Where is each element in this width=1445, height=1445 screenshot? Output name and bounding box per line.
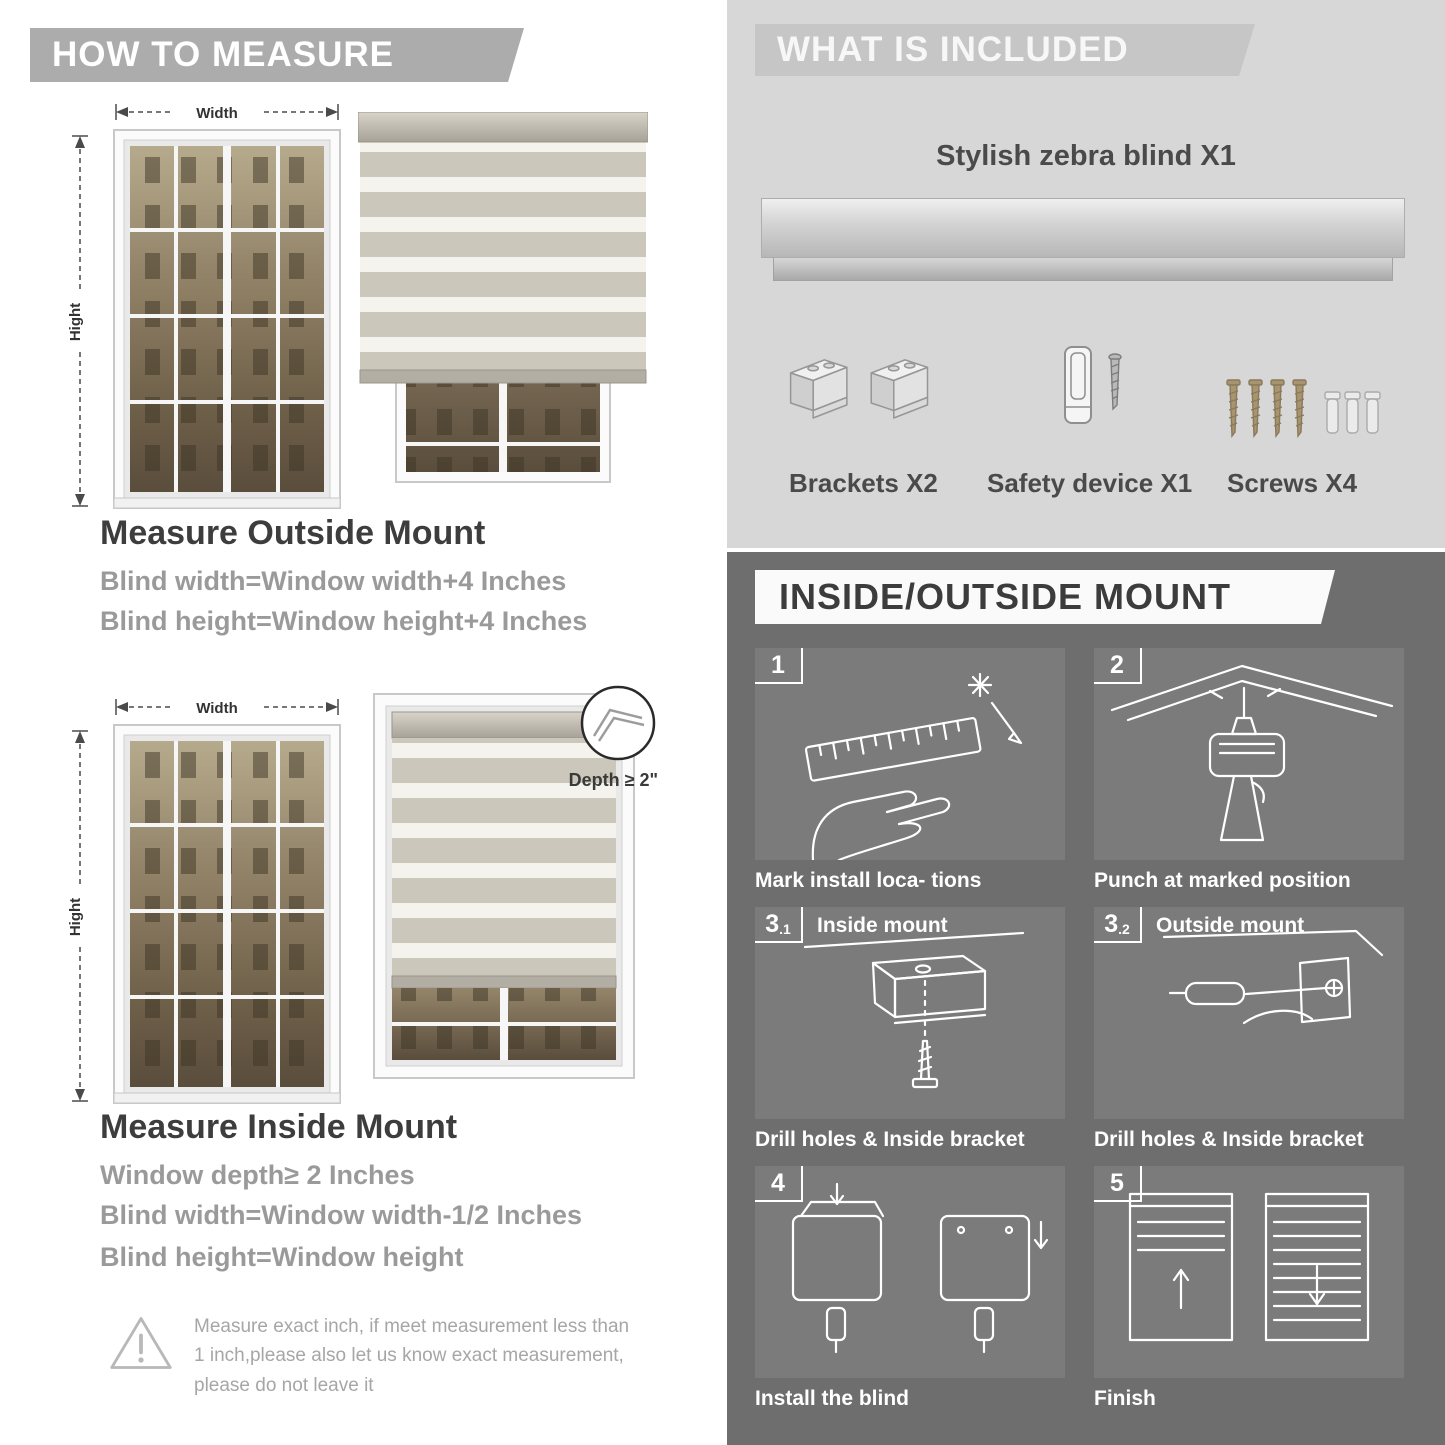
inside-mount-title: Measure Inside Mount [100,1108,458,1146]
step-1-number: 1 [755,648,803,684]
step-3-2: 3.2 Outside mount Drill holes & Inside b… [1094,907,1404,1152]
step-2-panel: 2 [1094,648,1404,860]
width-arrow: Width [115,699,339,717]
screws-icon [1226,379,1381,438]
step-3-2-number: 3.2 [1094,907,1142,943]
outside-mount-title: Measure Outside Mount [100,514,486,552]
step-2-caption: Punch at marked position [1094,869,1351,892]
step-4-panel: 4 [755,1166,1065,1378]
zebra-blind-headrail-image [761,198,1405,281]
height-arrow: Hight [67,135,88,507]
step-1: 1 Mark install loca- tions [755,648,1065,893]
step-5-number: 5 [1094,1166,1142,1202]
window-frame [113,724,341,1104]
inside-mount-blind-illustration: Depth ≥ 2" [373,685,658,1079]
inside-mount-window-illustration: Width Hight [67,699,341,1104]
inside-depth-rule: Window depth≥ 2 Inches [100,1160,415,1190]
warning-text: Measure exact inch, if meet measurement … [194,1316,630,1396]
inside-outside-mount-section: INSIDE/OUTSIDE MOUNT [727,552,1445,1445]
inside-bracket-illustration [803,931,1025,1089]
inside-width-formula: Blind width=Window width-1/2 Inches [100,1200,583,1230]
step-3-2-label: Outside mount [1156,914,1305,937]
step-2-number: 2 [1094,648,1142,684]
step-5-panel: 5 [1094,1166,1404,1378]
outside-bracket-illustration [1162,929,1384,1025]
step-4-number: 4 [755,1166,803,1202]
svg-text:Depth ≥ 2": Depth ≥ 2" [569,770,658,790]
step-3-1: 3.1 Inside mount Drill holes & Inside br… [755,907,1065,1152]
window-glass-below [392,988,616,1060]
inside-height-formula: Blind height=Window height [100,1242,464,1272]
install-blind-illustration [791,1182,1049,1354]
brackets-icon [789,359,929,419]
outside-mount-blind-illustration [358,112,648,483]
mount-section-header: INSIDE/OUTSIDE MOUNT [755,570,1335,624]
step-3-1-label: Inside mount [817,914,948,937]
how-to-measure-header: HOW TO MEASURE [30,28,524,82]
step-3-1-number: 3.1 [755,907,803,943]
step-3-2-caption: Drill holes & Inside bracket [1094,1128,1364,1151]
step-1-caption: Mark install loca- tions [755,869,982,892]
svg-text:Hight: Hight [67,898,84,936]
step-4: 4 Install the blind [755,1166,1065,1411]
warning-icon [110,1317,172,1369]
brackets-label: Brackets X2 [789,468,938,498]
step-3-1-caption: Drill holes & Inside bracket [755,1128,1025,1151]
right-column: WHAT IS INCLUDED Stylish zebra blind X1 [727,0,1445,1445]
headrail-cassette [761,198,1405,258]
what-is-included-header: WHAT IS INCLUDED [755,24,1255,76]
outside-width-formula: Blind width=Window width+4 Inches [100,566,567,596]
zebra-blind [358,112,648,384]
zebra-blind [391,711,617,989]
step-3-1-panel: 3.1 Inside mount [755,907,1065,1119]
measure-warning: Measure exact inch, if meet measurement … [108,1312,653,1400]
screws-label: Screws X4 [1227,468,1358,498]
blind-item-label: Stylish zebra blind X1 [936,140,1236,172]
what-is-included-section: WHAT IS INCLUDED Stylish zebra blind X1 [727,0,1445,548]
headrail-valance [773,258,1393,281]
svg-text:Hight: Hight [67,303,84,341]
step-2: 2 Punch at marked position [1094,648,1404,893]
finish-illustration [1128,1192,1370,1342]
drill-illustration [1110,664,1394,842]
window-frame [113,129,341,509]
outside-height-formula: Blind height=Window height+4 Inches [100,606,588,636]
outside-mount-window-illustration: Width Hight [67,104,341,509]
step-1-panel: 1 [755,648,1065,860]
installation-steps: 1 Mark install loca- tions [755,648,1404,1411]
height-arrow: Hight [67,730,88,1102]
step-4-caption: Install the blind [755,1387,910,1410]
safety-device-label: Safety device X1 [987,468,1193,498]
mark-locations-illustration [804,672,1023,860]
width-arrow: Width [115,104,339,122]
step-3-2-panel: 3.2 Outside mount [1094,907,1404,1119]
svg-text:Width: Width [196,700,238,717]
how-to-measure-section: HOW TO MEASURE Width [0,0,715,1445]
svg-text:Width: Width [196,105,238,122]
safety-device-icon [1064,346,1122,424]
step-5-caption: Finish [1094,1387,1156,1410]
depth-callout: Depth ≥ 2" [569,685,658,790]
step-5: 5 Finish [1094,1166,1404,1411]
